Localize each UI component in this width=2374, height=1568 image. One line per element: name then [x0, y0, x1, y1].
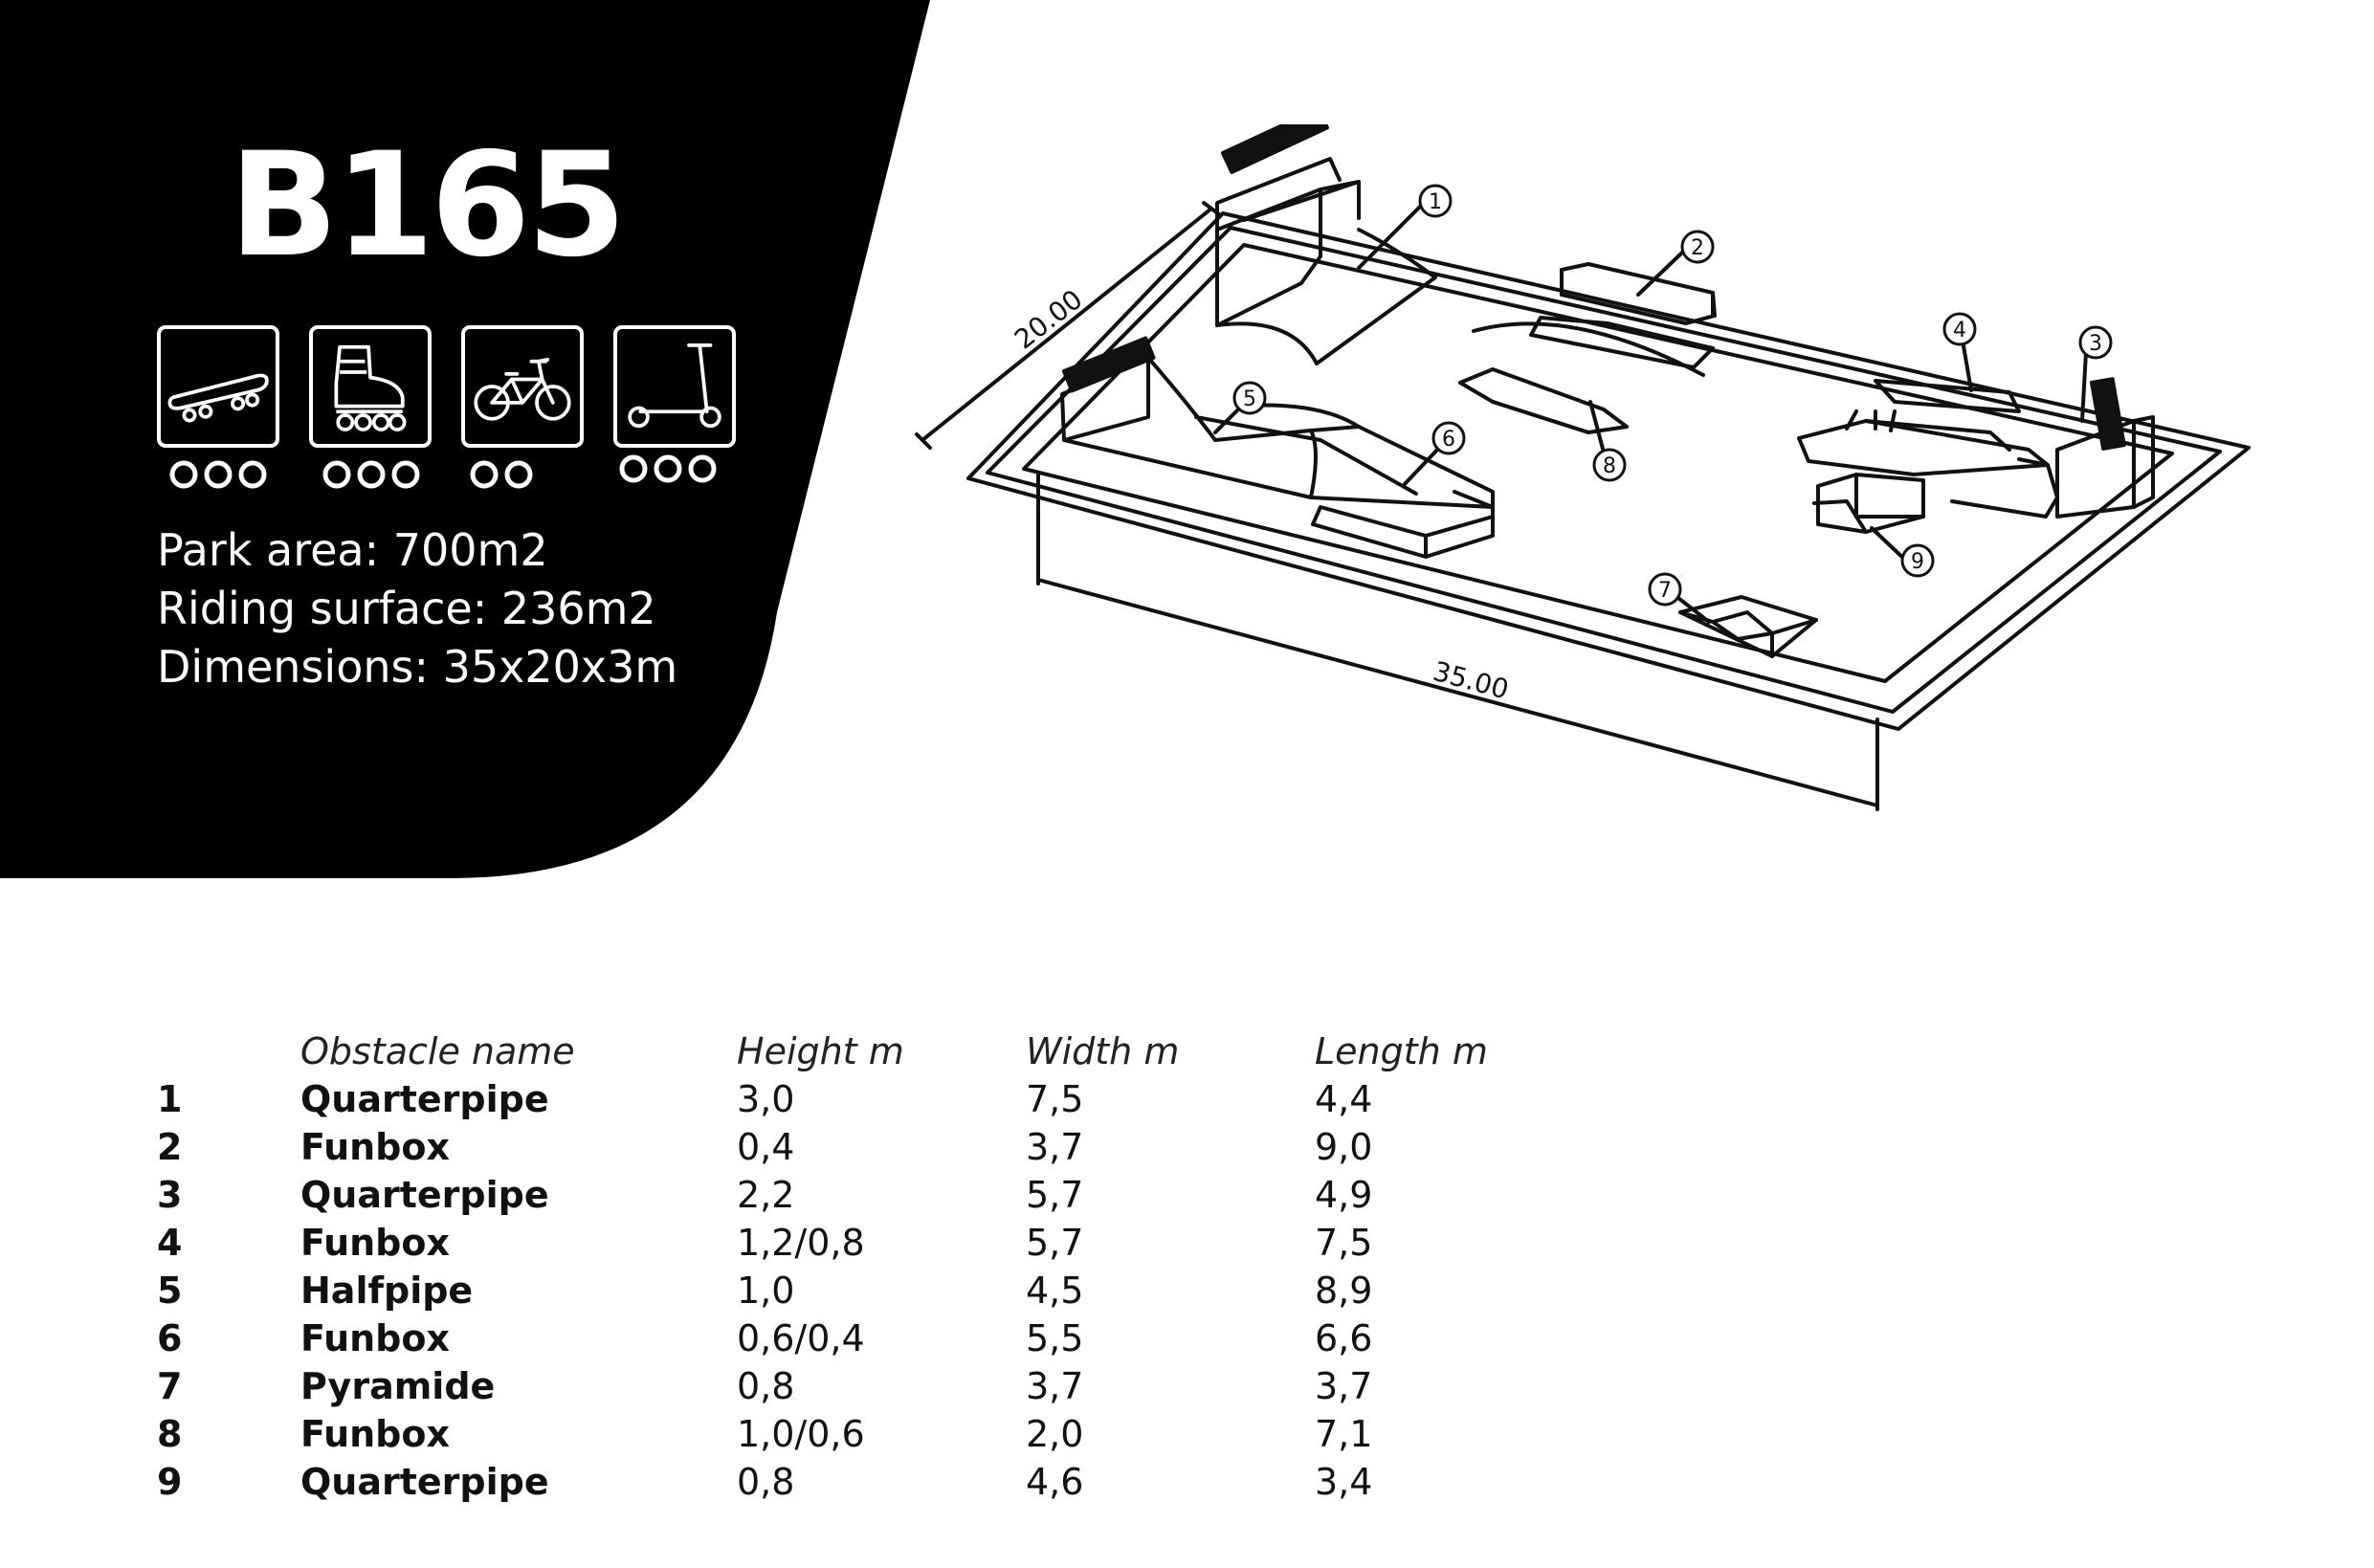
obstacle-height: 1,2/0,8 — [737, 1222, 865, 1264]
obstacle-height: 1,0 — [737, 1270, 795, 1312]
dimensions: Dimensions: 35x20x3m — [157, 641, 678, 693]
obstacle-length: 6,6 — [1315, 1317, 1373, 1359]
obstacle-height: 0,4 — [737, 1126, 795, 1168]
obstacle-length: 9,0 — [1315, 1126, 1373, 1168]
row-number: 5 — [157, 1270, 183, 1312]
callout-3: 3 — [2089, 332, 2102, 356]
obstacle-height: 1,0/0,6 — [737, 1413, 865, 1455]
obstacle-width: 5,7 — [1026, 1222, 1084, 1264]
scooter-rating — [618, 450, 718, 488]
row-number: 3 — [157, 1174, 183, 1216]
obstacle-length: 7,1 — [1315, 1413, 1373, 1455]
obstacle-width: 5,5 — [1026, 1317, 1084, 1359]
obstacle-height: 0,6/0,4 — [737, 1317, 865, 1359]
obstacle-height: 3,0 — [737, 1078, 795, 1120]
callout-6: 6 — [1442, 428, 1455, 452]
obstacle-width: 3,7 — [1026, 1365, 1084, 1407]
obstacle-width: 3,7 — [1026, 1126, 1084, 1168]
header-length: Length m — [1315, 1030, 1488, 1072]
obstacle-width: 7,5 — [1026, 1078, 1084, 1120]
park-area: Park area: 700m2 — [157, 524, 548, 576]
obstacle-length: 8,9 — [1315, 1270, 1373, 1312]
row-number: 2 — [157, 1126, 183, 1168]
obstacle-height: 2,2 — [737, 1174, 795, 1216]
row-number: 4 — [157, 1222, 183, 1264]
inline-skate-rating — [322, 455, 421, 494]
obstacle-length: 4,9 — [1315, 1174, 1373, 1216]
inline-skate-icon — [334, 344, 407, 431]
callout-2: 2 — [1691, 236, 1704, 260]
obstacle-name: Halfpipe — [300, 1270, 474, 1312]
callout-7: 7 — [1658, 579, 1672, 603]
riding-surface: Riding surface: 236m2 — [157, 583, 656, 634]
header-obstacle-name: Obstacle name — [300, 1030, 575, 1072]
header-height: Height m — [737, 1030, 904, 1072]
width-dimension: 20.00 — [1009, 283, 1088, 355]
scooter-card — [613, 325, 736, 448]
header-width: Width m — [1026, 1030, 1180, 1072]
obstacle-name: Quarterpipe — [300, 1078, 549, 1120]
obstacle-name: Quarterpipe — [300, 1174, 549, 1216]
obstacle-name: Funbox — [300, 1222, 450, 1264]
obstacle-name: Funbox — [300, 1317, 450, 1359]
bmx-bike-icon — [474, 358, 571, 421]
obstacle-length: 7,5 — [1315, 1222, 1373, 1264]
callout-8: 8 — [1603, 454, 1616, 478]
obstacle-length: 3,4 — [1315, 1461, 1373, 1503]
bmx-card — [461, 325, 584, 448]
obstacle-length: 3,7 — [1315, 1365, 1373, 1407]
skateboard-card — [157, 325, 279, 448]
obstacle-width: 4,6 — [1026, 1461, 1084, 1503]
scooter-icon — [628, 343, 721, 429]
skateboard-rating — [168, 455, 268, 494]
obstacle-width: 4,5 — [1026, 1270, 1084, 1312]
skateboard-icon — [167, 373, 269, 423]
inline-skate-card — [309, 325, 432, 448]
row-number: 1 — [157, 1078, 183, 1120]
row-number: 9 — [157, 1461, 183, 1503]
row-number: 7 — [157, 1365, 183, 1407]
obstacle-name: Pyramide — [300, 1365, 496, 1407]
obstacle-height: 0,8 — [737, 1461, 795, 1503]
obstacle-width: 5,7 — [1026, 1174, 1084, 1216]
obstacle-name: Quarterpipe — [300, 1461, 549, 1503]
obstacle-name: Funbox — [300, 1126, 450, 1168]
park-drawing: 1 2 3 4 5 6 7 8 9 20.00 35.00 — [915, 124, 2251, 811]
obstacle-width: 2,0 — [1026, 1413, 1084, 1455]
product-title: B165 — [229, 122, 626, 289]
callout-4: 4 — [1953, 319, 1966, 342]
obstacle-height: 0,8 — [737, 1365, 795, 1407]
callout-1: 1 — [1429, 190, 1442, 214]
row-number: 8 — [157, 1413, 183, 1455]
bmx-rating — [469, 455, 534, 494]
callout-5: 5 — [1243, 387, 1256, 411]
obstacle-name: Funbox — [300, 1413, 450, 1455]
row-number: 6 — [157, 1317, 183, 1359]
callout-9: 9 — [1911, 550, 1924, 574]
obstacle-length: 4,4 — [1315, 1078, 1373, 1120]
